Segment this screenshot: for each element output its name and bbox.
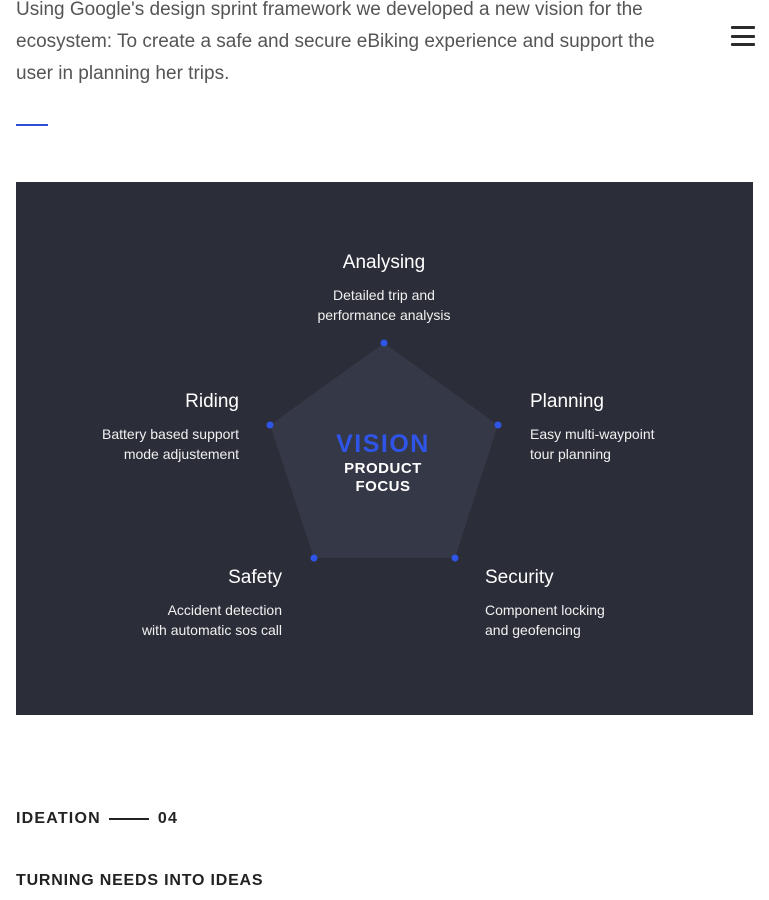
vision-subtitle-line1: PRODUCT [344,460,422,477]
vision-title: VISION [336,430,430,458]
section-number: 04 [157,810,179,827]
node-riding-desc-line2: mode adjustement [123,446,239,462]
vision-diagram-panel: VISION PRODUCT FOCUS Analysing Detailed … [16,182,753,715]
section-label-row: IDEATION 04 [16,808,178,830]
node-riding-title: Riding [185,391,239,412]
node-analysing-title: Analysing [342,252,426,273]
node-analysing-desc-line1: Detailed trip and [333,287,435,303]
node-planning-desc: Easy multi-waypoint tour planning [530,424,720,464]
node-safety-desc-line1: Accident detection [167,602,282,618]
node-safety-desc: Accident detection with automatic sos ca… [92,600,282,640]
node-safety: Safety Accident detection with automatic… [92,566,282,640]
node-security-desc-line2: and geofencing [485,622,581,638]
dot-security [451,554,459,562]
node-planning-desc-line1: Easy multi-waypoint [530,426,655,442]
section-heading: TURNING NEEDS INTO IDEAS [16,872,264,889]
node-riding: Riding Battery based support mode adjust… [59,390,239,464]
node-analysing: Analysing Detailed trip and performance … [284,251,484,325]
node-riding-desc-line1: Battery based support [102,426,239,442]
vision-subtitle-line2: FOCUS [355,478,411,495]
vision-pentagon [270,343,498,558]
node-security-desc: Component locking and geofencing [485,600,675,640]
accent-divider [16,124,48,126]
section-label-rule [108,818,149,820]
node-safety-title: Safety [228,567,282,588]
hamburger-menu-icon[interactable] [731,25,755,47]
pentagon-diagram [266,339,502,562]
dot-safety [310,554,318,562]
node-analysing-desc-line2: performance analysis [317,307,451,323]
node-planning: Planning Easy multi-waypoint tour planni… [530,390,720,464]
dot-riding [266,421,274,429]
section-label: IDEATION [16,810,101,827]
node-security-title: Security [485,567,554,588]
node-safety-desc-line2: with automatic sos call [141,622,282,638]
node-analysing-desc: Detailed trip and performance analysis [284,285,484,325]
node-security: Security Component locking and geofencin… [485,566,675,640]
dot-planning [494,421,502,429]
node-planning-title: Planning [530,391,604,412]
node-planning-desc-line2: tour planning [530,446,611,462]
node-security-desc-line1: Component locking [485,602,605,618]
vision-center-label: VISION PRODUCT FOCUS [316,428,450,496]
dot-analysing [380,339,388,347]
intro-paragraph: Using Google's design sprint framework w… [16,0,655,84]
node-riding-desc: Battery based support mode adjustement [59,424,239,464]
